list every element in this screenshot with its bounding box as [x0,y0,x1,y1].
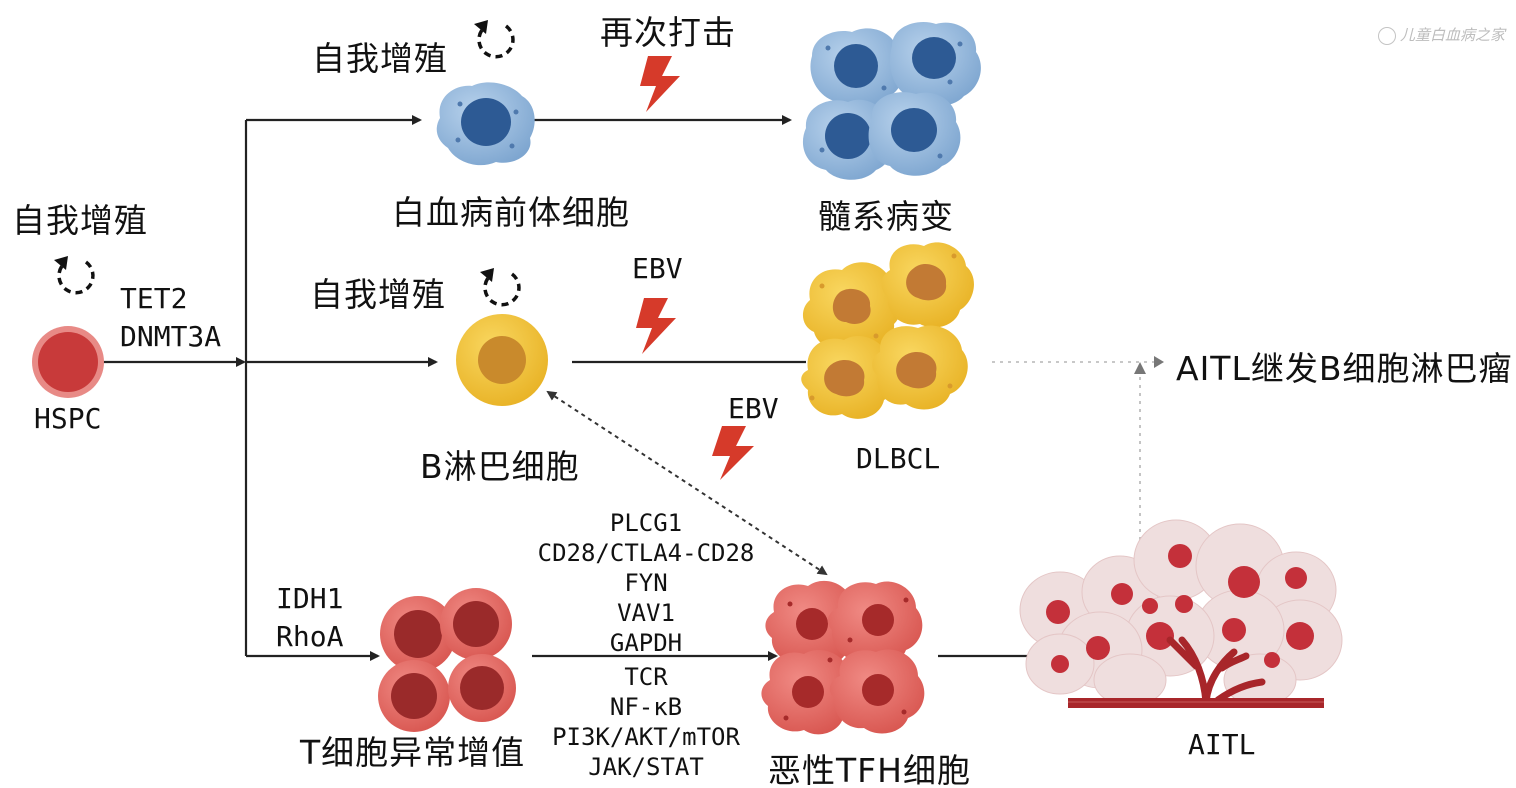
strike-again-label: 再次打击 [600,13,736,52]
secondary-arrowhead-right [1154,356,1164,368]
cycle-arrow-icon [54,256,68,270]
b-lymphocyte-cell [456,314,548,406]
t-cell-cluster [378,588,516,732]
gene-item: PI3K/AKT/mTOR [552,723,740,751]
watermark-text: 儿童白血病之家 [1400,26,1506,44]
hspc-cell [32,326,104,398]
myeloid-lesion-label: 髓系病变 [818,197,954,236]
hspc-label: HSPC [34,402,102,435]
malignant-tfh-label: 恶性TFH细胞 [768,751,971,788]
gene-item: TCR [624,663,668,691]
t-abnormal-label: T细胞异常增值 [300,733,526,772]
gene-item: NF-κB [609,693,683,721]
aitl-tissue [1019,519,1343,708]
rhoa-label: RhoA [276,620,344,653]
cycle-arrow-icon [480,268,494,282]
b-lymphocyte-label: B淋巴细胞 [420,447,580,486]
gene-list-top: PLCG1 CD28/CTLA4-CD28 FYN VAV1 GAPDH [520,508,772,658]
gene-item: JAK/STAT [588,753,704,781]
lightning-icon [640,56,680,112]
watermark-logo-icon [1378,27,1396,45]
dnmt3a-label: DNMT3A [120,320,222,353]
leukemia-precursor-label: 白血病前体细胞 [392,193,630,232]
malignant-tfh-cluster [761,580,925,735]
gene-item: VAV1 [617,599,675,627]
dlbcl-cluster [801,242,974,419]
ebv-label-top: EBV [632,252,683,285]
lightning-icon [712,426,754,480]
aitl-secondary-label: AITL继发B细胞淋巴瘤 [1176,349,1513,388]
dlbcl-label: DLBCL [856,442,941,475]
gene-list-bottom: TCR NF-κB PI3K/AKT/mTOR JAK/STAT [520,662,772,782]
gene-item: CD28/CTLA4-CD28 [537,539,755,567]
precursor-cell [436,82,535,166]
secondary-arrowhead-up [1134,362,1146,374]
cycle-arrow-icon [474,20,488,34]
myeloid-lesion-cluster [802,22,981,180]
watermark: 儿童白血病之家 [1378,24,1505,45]
cycle-arrow-icon [57,260,95,295]
hspc-self-renewal-label: 自我增殖 [12,201,148,240]
secondary-lymphoma-lines [992,361,1156,548]
idh1-label: IDH1 [276,582,344,615]
cycle-arrow-icon [477,24,515,59]
cycle-arrow-icon [483,272,521,307]
gene-item: FYN [624,569,668,597]
lightning-icon [636,298,676,354]
tet2-label: TET2 [120,282,188,315]
aitl-label: AITL [1188,728,1256,761]
bcell-self-renewal-label: 自我增殖 [310,275,446,314]
ebv-label-middle: EBV [728,392,779,425]
precursor-self-renewal-label: 自我增殖 [312,39,448,78]
flow-lines [100,115,1062,661]
gene-item: GAPDH [609,629,683,657]
gene-item: PLCG1 [609,509,683,537]
